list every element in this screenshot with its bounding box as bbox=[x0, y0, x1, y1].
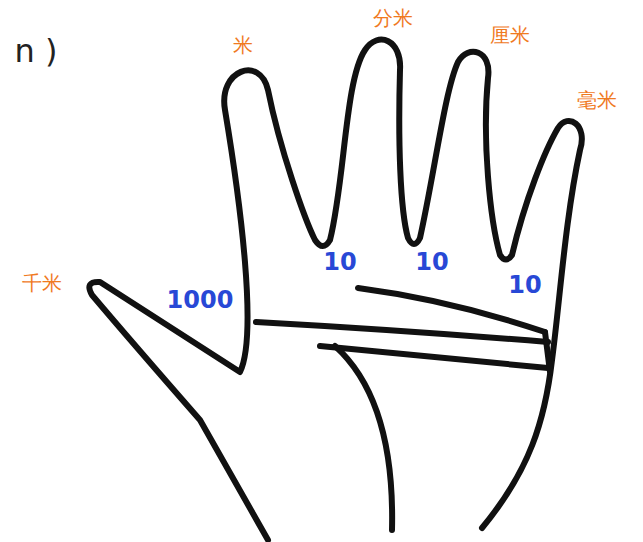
conversion-rate: 10 bbox=[415, 249, 448, 275]
palm-line bbox=[545, 332, 550, 372]
conversion-rate: 1000 bbox=[167, 287, 234, 313]
unit-label: 厘米 bbox=[490, 24, 530, 46]
cut-off-text: n ) bbox=[15, 34, 58, 69]
unit-label: 千米 bbox=[22, 272, 62, 294]
hand-outline bbox=[89, 40, 582, 540]
palm-line bbox=[335, 346, 392, 530]
conversion-rate: 10 bbox=[323, 249, 356, 275]
unit-label: 分米 bbox=[373, 7, 413, 29]
conversion-rate: 10 bbox=[508, 272, 541, 298]
palm-line bbox=[256, 322, 548, 342]
unit-label: 毫米 bbox=[577, 89, 617, 111]
unit-label: 米 bbox=[233, 34, 253, 56]
